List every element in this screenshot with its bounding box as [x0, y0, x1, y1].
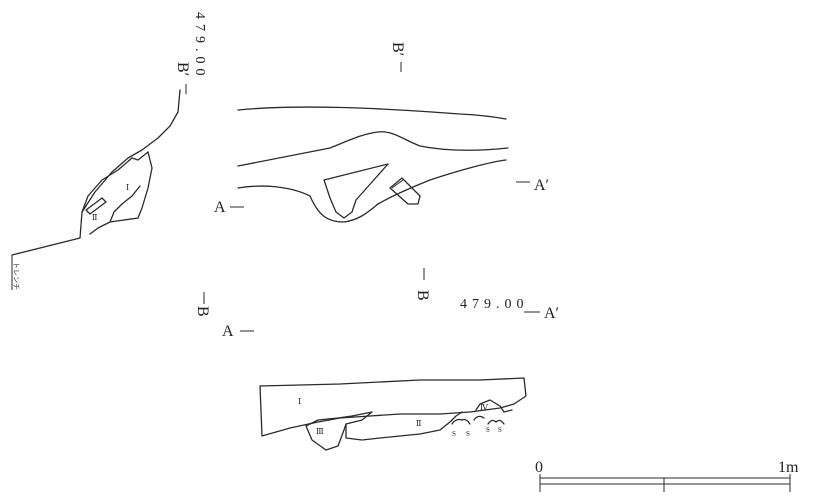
scale-end-label: 1m [778, 459, 799, 476]
section-b-profile [11, 89, 181, 290]
plan-bottom-left-b-marker: B [194, 306, 211, 317]
left-b-prime-marker: B′ [174, 62, 191, 76]
lower-layer-2-label: Ⅱ [416, 419, 421, 428]
section-a-profile [259, 377, 527, 451]
stone-mark-2: S [466, 430, 470, 438]
scale-bar [539, 474, 791, 492]
left-layer-1-label: Ⅰ [126, 183, 129, 192]
lower-layer-4-label: Ⅳ [480, 403, 489, 412]
lower-layer-3-label: Ⅲ [316, 427, 324, 436]
left-layer-2-label: Ⅱ [92, 213, 97, 222]
stone-mark-4: S [498, 426, 502, 434]
lower-a-marker: A [222, 323, 234, 340]
plan-left-a-marker: A [214, 199, 226, 216]
plan-bottom-mid-b-marker: B [414, 290, 431, 301]
plan-right-a-prime-marker: A′ [534, 177, 549, 194]
plan-top-b-prime-marker: B′ [389, 42, 406, 56]
stone-mark-1: S [452, 430, 456, 438]
lower-elevation-label: 479.00 [460, 297, 529, 312]
stone-mark-3: S [486, 426, 490, 434]
left-elevation-label: 479.00 [192, 12, 207, 81]
plan-view [237, 106, 509, 223]
lower-a-prime-marker: A′ [544, 305, 559, 322]
trench-label: トレンチ [12, 262, 20, 290]
lower-layer-1-label: Ⅰ [298, 397, 301, 406]
scale-start-label: 0 [535, 459, 543, 476]
